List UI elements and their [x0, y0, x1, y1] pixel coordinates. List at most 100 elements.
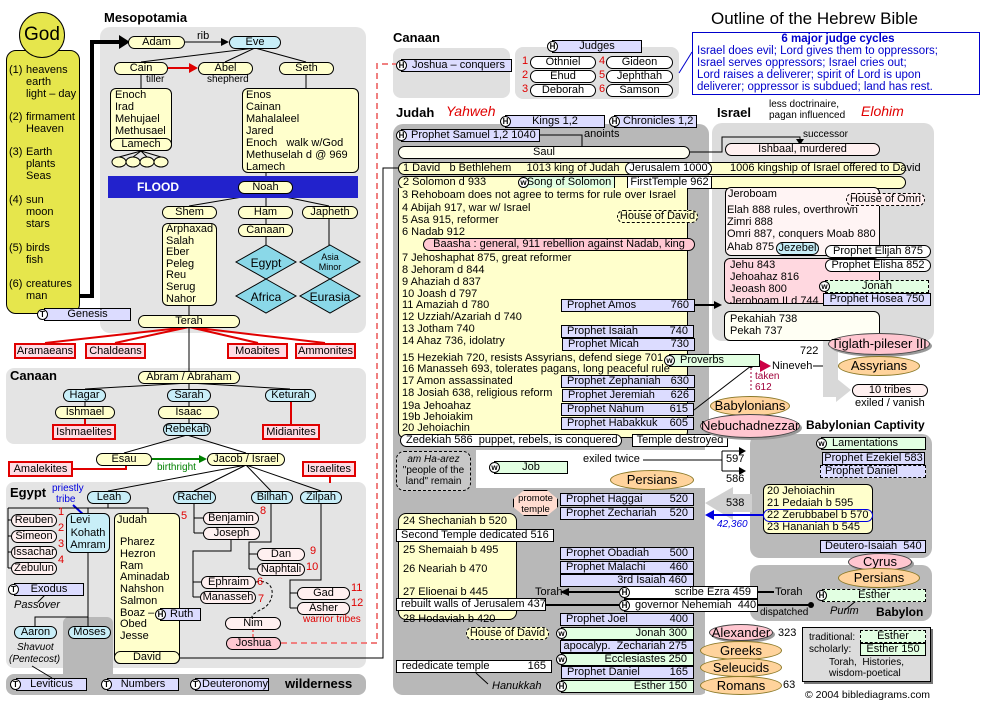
tribe-zebulun[interactable]: Zebulun: [11, 562, 57, 575]
book-job[interactable]: Job: [494, 461, 568, 474]
ten-tribes[interactable]: 10 tribes: [852, 384, 928, 397]
node-abel[interactable]: Abel: [198, 62, 253, 75]
node-jacob[interactable]: Jacob / Israel: [207, 453, 285, 466]
ruler-nebuchadnezzar[interactable]: Nebuchadnezzar: [700, 414, 800, 438]
book-leviticus[interactable]: Leviticus: [16, 678, 87, 691]
book-judges[interactable]: Judges: [552, 40, 642, 53]
node-terah[interactable]: Terah: [138, 315, 240, 328]
judge-gideon[interactable]: Gideon: [606, 56, 673, 69]
node-rachel[interactable]: Rachel: [173, 491, 216, 504]
tribe-issachar[interactable]: Issachar: [11, 546, 57, 559]
node-bilhah[interactable]: Bilhah: [251, 491, 293, 504]
ezra-box[interactable]: scribe Ezra 459: [624, 586, 758, 599]
node-rebekah[interactable]: Rebekah: [163, 423, 211, 436]
nehemiah-box[interactable]: governor Nehemiah 440: [624, 599, 758, 612]
book-ecclesiastes[interactable]: Ecclesiastes 250: [561, 653, 694, 666]
node-esau[interactable]: Esau: [96, 453, 152, 466]
node-sarah[interactable]: Sarah: [167, 389, 211, 402]
node-joshua[interactable]: Joshua: [226, 637, 281, 650]
people-chaldeans[interactable]: Chaldeans: [85, 343, 146, 359]
book-joshua[interactable]: Joshua – conquers: [401, 59, 512, 72]
node-ishbaal[interactable]: Ishbaal, murdered: [725, 143, 880, 156]
judge-deborah[interactable]: Deborah: [530, 84, 596, 97]
people-amalekites[interactable]: Amalekites: [8, 461, 73, 477]
node-nim[interactable]: Nim: [225, 617, 281, 630]
node-moses[interactable]: Moses: [68, 626, 111, 639]
book-exodus[interactable]: Exodus: [14, 583, 84, 596]
deutero-isaiah[interactable]: Deutero-Isaiah 540: [820, 540, 926, 553]
heir-zerubbabel[interactable]: 22 Zerubbabel b 570: [763, 509, 873, 522]
tribe-reuben[interactable]: Reuben: [11, 514, 57, 527]
book-jonah[interactable]: Jonah 300: [561, 627, 694, 640]
prophet-daniel-captivity[interactable]: Prophet Daniel: [820, 465, 926, 478]
tribe-judah[interactable]: Judah: [117, 514, 147, 526]
book-numbers[interactable]: Numbers: [107, 678, 179, 691]
judge-samson[interactable]: Samson: [606, 84, 673, 97]
book-samuel[interactable]: Prophet Samuel 1,2 1040: [401, 129, 540, 142]
tribe-manasseh[interactable]: Manasseh: [200, 591, 256, 604]
empire-persians[interactable]: Persians: [838, 568, 920, 588]
book-proverbs[interactable]: Proverbs: [669, 354, 760, 367]
node-saul[interactable]: Saul: [398, 146, 690, 159]
node-jezebel[interactable]: Jezebel: [776, 242, 819, 255]
people-ishmaelites[interactable]: Ishmaelites: [52, 424, 116, 440]
tribe-gad[interactable]: Gad: [297, 587, 350, 600]
book-deuteronomy[interactable]: Deuteronomy: [195, 678, 269, 691]
tribe-asher[interactable]: Asher: [297, 602, 350, 615]
jerusalem-label[interactable]: Jerusalem 1000: [625, 162, 712, 175]
people-aramaeans[interactable]: Aramaeans: [14, 343, 76, 359]
king-david[interactable]: 1 David b Bethlehem 1013 king of Judah: [403, 162, 620, 174]
empire-seleucids[interactable]: Seleucids: [700, 658, 782, 677]
tribe-benjamin[interactable]: Benjamin: [203, 512, 259, 525]
empire-assyrians[interactable]: Assyrians: [838, 356, 920, 376]
judge-jephthah[interactable]: Jephthah: [606, 70, 673, 83]
node-eve[interactable]: Eve: [229, 36, 281, 49]
node-leah[interactable]: Leah: [87, 491, 131, 504]
tribe-dan[interactable]: Dan: [257, 548, 305, 561]
book-esther-150[interactable]: Esther 150: [561, 680, 694, 693]
tribe-ephraim[interactable]: Ephraim: [201, 576, 256, 589]
book-kings[interactable]: Kings 1,2: [505, 115, 605, 128]
node-lamech-cain[interactable]: Lamech: [110, 138, 172, 151]
book-ruth[interactable]: Ruth: [160, 608, 201, 621]
judge-ehud[interactable]: Ehud: [530, 70, 596, 83]
prophet-elisha[interactable]: Prophet Elisha 852: [825, 259, 931, 272]
node-aaron[interactable]: Aaron: [14, 626, 57, 639]
people-israelites[interactable]: Israelites: [302, 461, 356, 477]
node-zilpah[interactable]: Zilpah: [300, 491, 342, 504]
book-genesis[interactable]: Genesis: [44, 308, 131, 321]
king-solomon[interactable]: 2 Solomon d 933: [403, 176, 487, 188]
tribe-simeon[interactable]: Simeon: [11, 530, 57, 543]
judge-othniel[interactable]: Othniel: [530, 56, 596, 69]
ruler-tiglath-pileser[interactable]: Tiglath-pileser III: [828, 333, 930, 355]
book-chronicles[interactable]: Chronicles 1,2: [614, 115, 697, 128]
node-david-egypt[interactable]: David: [114, 651, 180, 664]
people-moabites[interactable]: Moabites: [227, 343, 288, 359]
people-midianites[interactable]: Midianites: [262, 424, 320, 440]
book-lamentations[interactable]: Lamentations: [821, 437, 926, 450]
node-japheth[interactable]: Japheth: [302, 206, 358, 219]
node-seth[interactable]: Seth: [279, 62, 334, 75]
node-adam[interactable]: Adam: [128, 36, 185, 49]
prophet-hosea[interactable]: Prophet Hosea 750: [823, 293, 931, 306]
ruler-alexander[interactable]: Alexander: [709, 624, 773, 641]
node-joseph[interactable]: Joseph: [203, 527, 260, 540]
book-jonah-israel[interactable]: Jonah: [825, 280, 929, 293]
prophet-elijah[interactable]: Prophet Elijah 875: [825, 245, 931, 258]
people-ammonites[interactable]: Ammonites: [295, 343, 356, 359]
node-cain[interactable]: Cain: [114, 62, 168, 75]
node-ishmael[interactable]: Ishmael: [55, 406, 115, 419]
node-isaac[interactable]: Isaac: [158, 406, 219, 419]
tribe-levi[interactable]: Levi: [70, 514, 91, 526]
